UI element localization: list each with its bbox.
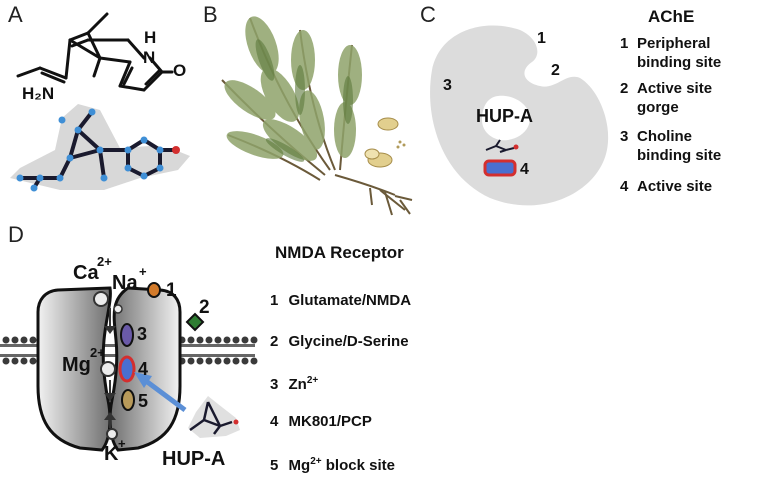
ache-legend-item: 4 Active site <box>620 168 760 195</box>
ache-legend-item: 2 Active site gorge <box>620 74 760 120</box>
nmda-legend-item: 2 Glycine/D-Serine <box>270 332 409 351</box>
panel-letter-b: B <box>203 2 218 27</box>
ache-legend-num: 1 <box>620 35 629 52</box>
nmda-site-3: 3 <box>137 324 148 344</box>
nmda-legend-sup: 2+ <box>306 375 319 386</box>
ache-ligand-label: HUP-A <box>476 106 533 126</box>
nmda-legend-label: MK801/PCP <box>288 413 372 430</box>
potassium-label: K <box>104 443 119 465</box>
glycine-site-marker <box>185 312 205 332</box>
nmda-legend-label: Glutamate/NMDA <box>288 292 412 309</box>
nmda-legend-sup: 2+ <box>310 456 322 467</box>
glutamate-site-marker <box>147 282 161 298</box>
nmda-site-5: 5 <box>138 391 149 411</box>
magnesium-ion <box>100 361 116 377</box>
nh-n-label: N <box>143 48 156 67</box>
nh-h-label: H <box>144 28 157 47</box>
ache-legend: 1 Peripheral binding site 2 Active site … <box>620 34 760 195</box>
ache-enzyme-shape <box>430 25 609 206</box>
hupa-molecule-d <box>188 396 240 438</box>
nmda-site-1: 1 <box>166 280 177 301</box>
ache-site-3: 3 <box>443 77 452 94</box>
panel-letter-c: C <box>420 2 436 27</box>
ache-legend-item: 1 Peripheral binding site <box>620 34 760 74</box>
huperzine-structure <box>16 12 174 92</box>
ball-stick-model <box>10 104 190 192</box>
potassium-ion <box>106 428 118 440</box>
hupa-binding-arrow <box>140 375 187 413</box>
ache-legend-num: 4 <box>620 178 629 195</box>
calcium-ion <box>93 291 109 307</box>
magnesium-label: Mg <box>62 354 91 376</box>
ache-legend-num: 2 <box>620 80 629 97</box>
nmda-legend-suffix: block site <box>321 457 395 474</box>
ache-legend-label: binding site <box>637 54 722 71</box>
ache-legend-title: AChE <box>648 7 695 26</box>
mk801-site-marker <box>118 355 136 383</box>
ache-legend-label: binding site <box>637 147 722 164</box>
panel-letter-a: A <box>8 2 23 27</box>
nmda-legend-num: 3 <box>270 376 279 393</box>
nmda-site-4: 4 <box>138 359 149 379</box>
nmda-legend-item: 4 MK801/PCP <box>270 412 372 431</box>
ache-legend-label: Choline <box>637 128 692 145</box>
nmda-ligand-label: HUP-A <box>162 448 226 470</box>
calcium-label: Ca <box>73 262 99 285</box>
sodium-ion <box>113 304 123 314</box>
nmda-legend-num: 2 <box>270 333 279 350</box>
nmda-legend-item: 1 Glutamate/NMDA <box>270 291 411 310</box>
nmda-legend-num: 1 <box>270 292 279 309</box>
ache-site-4: 4 <box>520 161 529 178</box>
nmda-legend-num: 4 <box>270 413 279 430</box>
nmda-receptor-illustration <box>0 282 258 452</box>
nmda-legend: 1 Glutamate/NMDA 2 Glycine/D-Serine 3 Zn… <box>270 291 470 481</box>
potassium-charge: + <box>118 436 126 451</box>
magnesium-charge: 2+ <box>90 345 105 360</box>
ache-legend-label: Peripheral <box>637 35 711 52</box>
ache-legend-label: Active site <box>637 80 713 97</box>
panel-letter-d: D <box>8 222 24 247</box>
amine-label: H₂N <box>22 84 55 103</box>
nmda-legend-num: 5 <box>270 457 279 474</box>
nmda-legend-label: Mg <box>288 457 311 474</box>
zinc-site-marker <box>120 323 134 347</box>
nmda-legend-label: Glycine/D-Serine <box>288 333 409 350</box>
sodium-label: Na <box>112 272 138 294</box>
ache-legend-label: Active site <box>637 178 713 195</box>
calcium-symbol: Ca <box>73 262 99 284</box>
ache-site-2: 2 <box>551 62 560 79</box>
huperzia-plant-illustration <box>221 16 413 216</box>
nmda-legend-item: 5 Mg2+ block site <box>270 452 395 475</box>
nmda-legend-label: Zn <box>288 376 307 393</box>
nmda-site-2: 2 <box>199 297 210 318</box>
nmda-legend-title: NMDA Receptor <box>275 243 404 262</box>
ache-legend-label: gorge <box>637 99 679 116</box>
sodium-charge: + <box>139 264 147 279</box>
nmda-legend-item: 3 Zn2+ <box>270 371 318 394</box>
ache-site-1: 1 <box>537 30 546 47</box>
mg-block-site-marker <box>121 389 135 411</box>
ache-legend-num: 3 <box>620 128 629 145</box>
ache-legend-item: 3 Choline binding site <box>620 120 760 168</box>
ache-active-site-marker <box>483 159 517 177</box>
oxygen-label: O <box>173 61 187 80</box>
calcium-charge: 2+ <box>97 254 112 269</box>
